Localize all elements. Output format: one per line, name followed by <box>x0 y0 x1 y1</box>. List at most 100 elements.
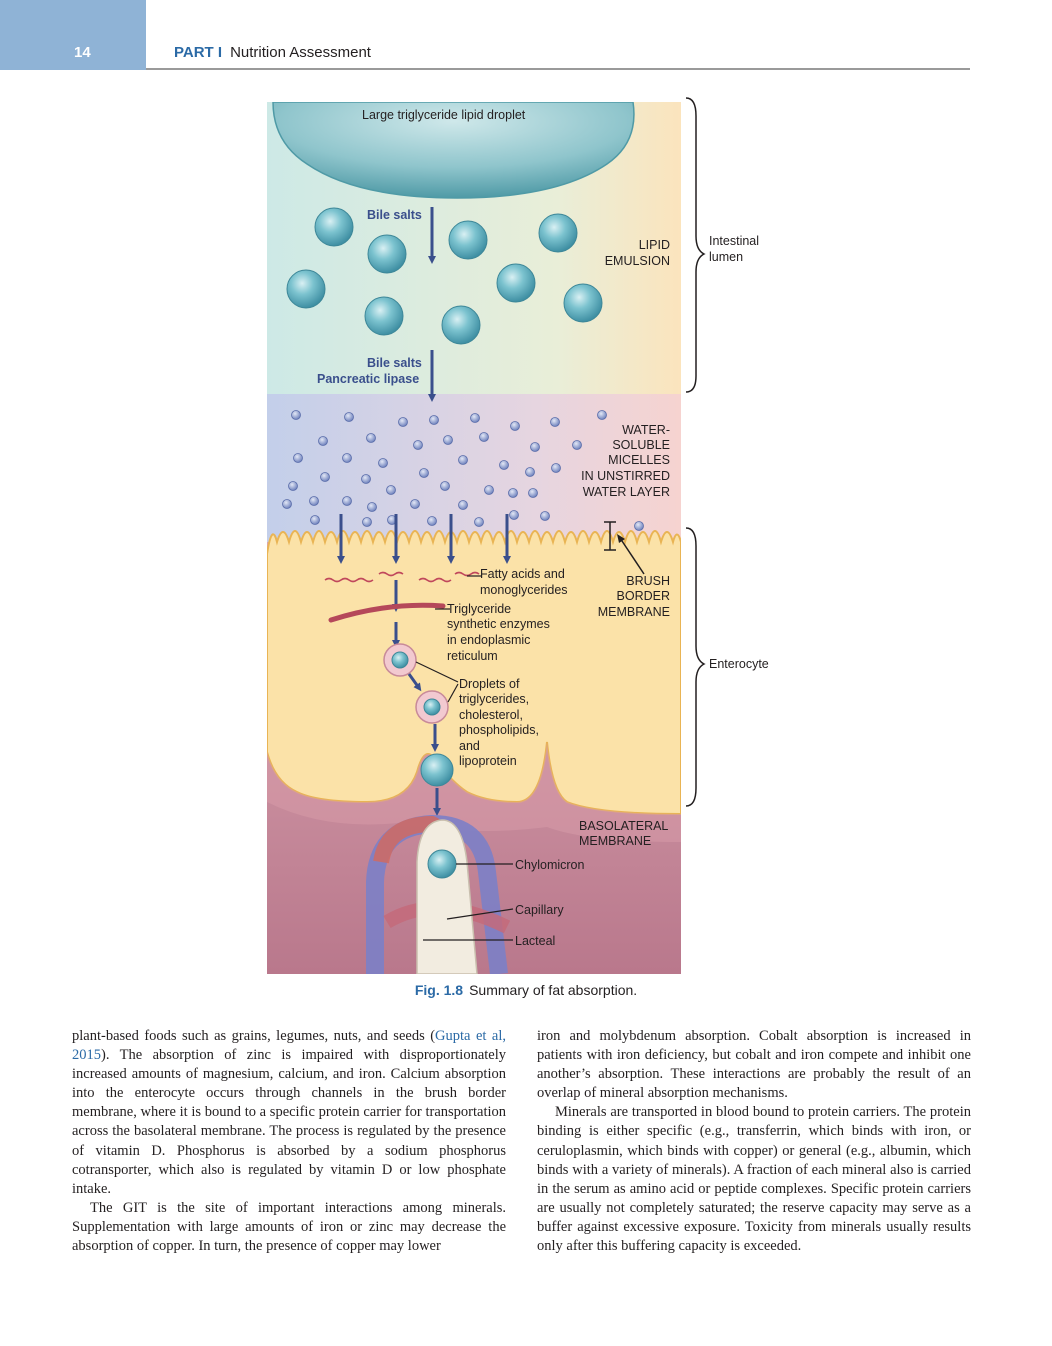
lipid-emulsion-label-1: LIPID <box>639 238 670 252</box>
micelle <box>427 516 437 526</box>
micelle <box>344 412 354 422</box>
chylomicron-in-lacteal <box>427 849 457 879</box>
micelle <box>540 511 550 521</box>
emulsion-sphere <box>448 220 488 260</box>
droplets-label-5: and <box>459 739 480 753</box>
micelle <box>282 499 292 509</box>
micelle <box>288 481 298 491</box>
micelle <box>320 472 330 482</box>
emulsion-spheres <box>286 207 603 345</box>
micelle <box>361 474 371 484</box>
page-number-tab <box>0 0 146 70</box>
micelle <box>342 496 352 506</box>
droplet-label: Large triglyceride lipid droplet <box>362 108 526 122</box>
micelle <box>550 417 560 427</box>
emulsion-sphere <box>367 234 407 274</box>
chylomicron-label: Chylomicron <box>515 858 585 872</box>
capillary-pointer <box>446 908 514 920</box>
brush-border-label-1: BRUSH <box>626 574 670 588</box>
micelle <box>398 417 408 427</box>
fatty-acids-label-2: monoglycerides <box>480 583 568 597</box>
emulsion-sphere <box>286 269 326 309</box>
micelle <box>342 453 352 463</box>
emulsion-sphere <box>364 296 404 336</box>
right-paragraph-2: Minerals are transported in blood bound … <box>537 1104 971 1255</box>
droplets-label-1: Droplets of <box>459 677 520 691</box>
left-p1-text-a: plant-based foods such as grains, legume… <box>72 1028 436 1044</box>
micelle <box>572 440 582 450</box>
micelle <box>419 468 429 478</box>
micelle-dots <box>282 410 644 531</box>
fat-absorption-figure: Large triglyceride lipid droplet Bile sa… <box>267 102 681 974</box>
micelle <box>386 485 396 495</box>
lipoprotein-droplets <box>383 643 449 724</box>
enterocyte-bracket <box>685 527 706 807</box>
micelle <box>634 521 644 531</box>
micelle <box>509 510 519 520</box>
figure-brackets <box>685 97 706 807</box>
tg-enzymes-label-2: synthetic enzymes <box>447 617 550 631</box>
micelle <box>362 517 372 527</box>
micelle <box>293 453 303 463</box>
micelle <box>484 485 494 495</box>
lacteal-label: Lacteal <box>515 934 555 948</box>
micelle <box>429 415 439 425</box>
micelle <box>530 442 540 452</box>
micelle <box>474 517 484 527</box>
brush-border-label-3: MEMBRANE <box>598 605 670 619</box>
micelle <box>440 481 450 491</box>
tg-enzymes-label-3: in endoplasmic <box>447 633 530 647</box>
tg-enzymes-label-1: Triglyceride <box>447 602 511 616</box>
emulsion-sphere <box>496 263 536 303</box>
citation-link[interactable]: Gupta et al, 2015 <box>72 1028 506 1064</box>
droplet-pointers <box>415 661 459 703</box>
emulsion-sphere <box>441 305 481 345</box>
lipid-emulsion-label-2: EMULSION <box>605 254 670 268</box>
basolateral-membrane <box>267 742 681 842</box>
tg-enzymes-label-4: reticulum <box>447 649 498 663</box>
intestinal-label-line-2: lumen <box>709 250 744 264</box>
micelle <box>458 455 468 465</box>
fat-absorption-diagram: Large triglyceride lipid droplet Bile sa… <box>267 102 681 974</box>
part-label: PART I <box>174 44 223 61</box>
right-column: iron and molybdenum absorption. Cobalt a… <box>537 1027 971 1256</box>
fatty-acid-chains <box>324 571 480 583</box>
intestinal-lumen-label: Intestinal lumen <box>709 233 759 265</box>
left-paragraph-1: plant-based foods such as grains, legume… <box>72 1027 506 1199</box>
left-column: plant-based foods such as grains, legume… <box>72 1027 506 1256</box>
basolateral-label-1: BASOLATERAL <box>579 819 668 833</box>
intestinal-label-line-1: Intestinal <box>709 234 760 248</box>
micelle <box>318 436 328 446</box>
figure-caption-text: Summary of fat absorption. <box>469 982 638 998</box>
micelle <box>413 440 423 450</box>
left-paragraph-2: The GIT is the site of important interac… <box>72 1199 506 1255</box>
figure-number: Fig. 1.8 <box>414 982 464 998</box>
micelle <box>551 463 561 473</box>
micelle <box>597 410 607 420</box>
emulsion-sphere <box>538 213 578 253</box>
brush-border-marker <box>604 521 645 575</box>
micelles-label-3: MICELLES <box>608 453 670 467</box>
micelle <box>443 435 453 445</box>
bile-salts-label-1: Bile salts <box>367 208 422 222</box>
figure-caption: Fig. 1.8 Summary of fat absorption. <box>0 982 1052 998</box>
micelle <box>510 421 520 431</box>
capillary-label: Capillary <box>515 903 564 917</box>
micelle <box>508 488 518 498</box>
droplets-label-4: phospholipids, <box>459 723 539 737</box>
bile-salts-label-2: Bile salts <box>367 356 422 370</box>
emulsion-sphere <box>563 283 603 323</box>
droplets-label-6: lipoprotein <box>459 754 517 768</box>
right-paragraph-1: iron and molybdenum absorption. Cobalt a… <box>537 1028 971 1102</box>
endoplasmic-reticulum <box>328 602 446 623</box>
micelle <box>479 432 489 442</box>
micelles-label-5: WATER LAYER <box>583 485 670 499</box>
enterocyte-cell <box>267 530 681 816</box>
running-head: PART I Nutrition Assessment <box>174 44 371 61</box>
enterocyte-label: Enterocyte <box>709 657 769 671</box>
section-title: Nutrition Assessment <box>230 44 371 61</box>
pancreatic-lipase-label: Pancreatic lipase <box>317 372 419 386</box>
micelle <box>310 515 320 525</box>
exocytosis-chylomicron <box>420 753 454 787</box>
micelle <box>410 499 420 509</box>
